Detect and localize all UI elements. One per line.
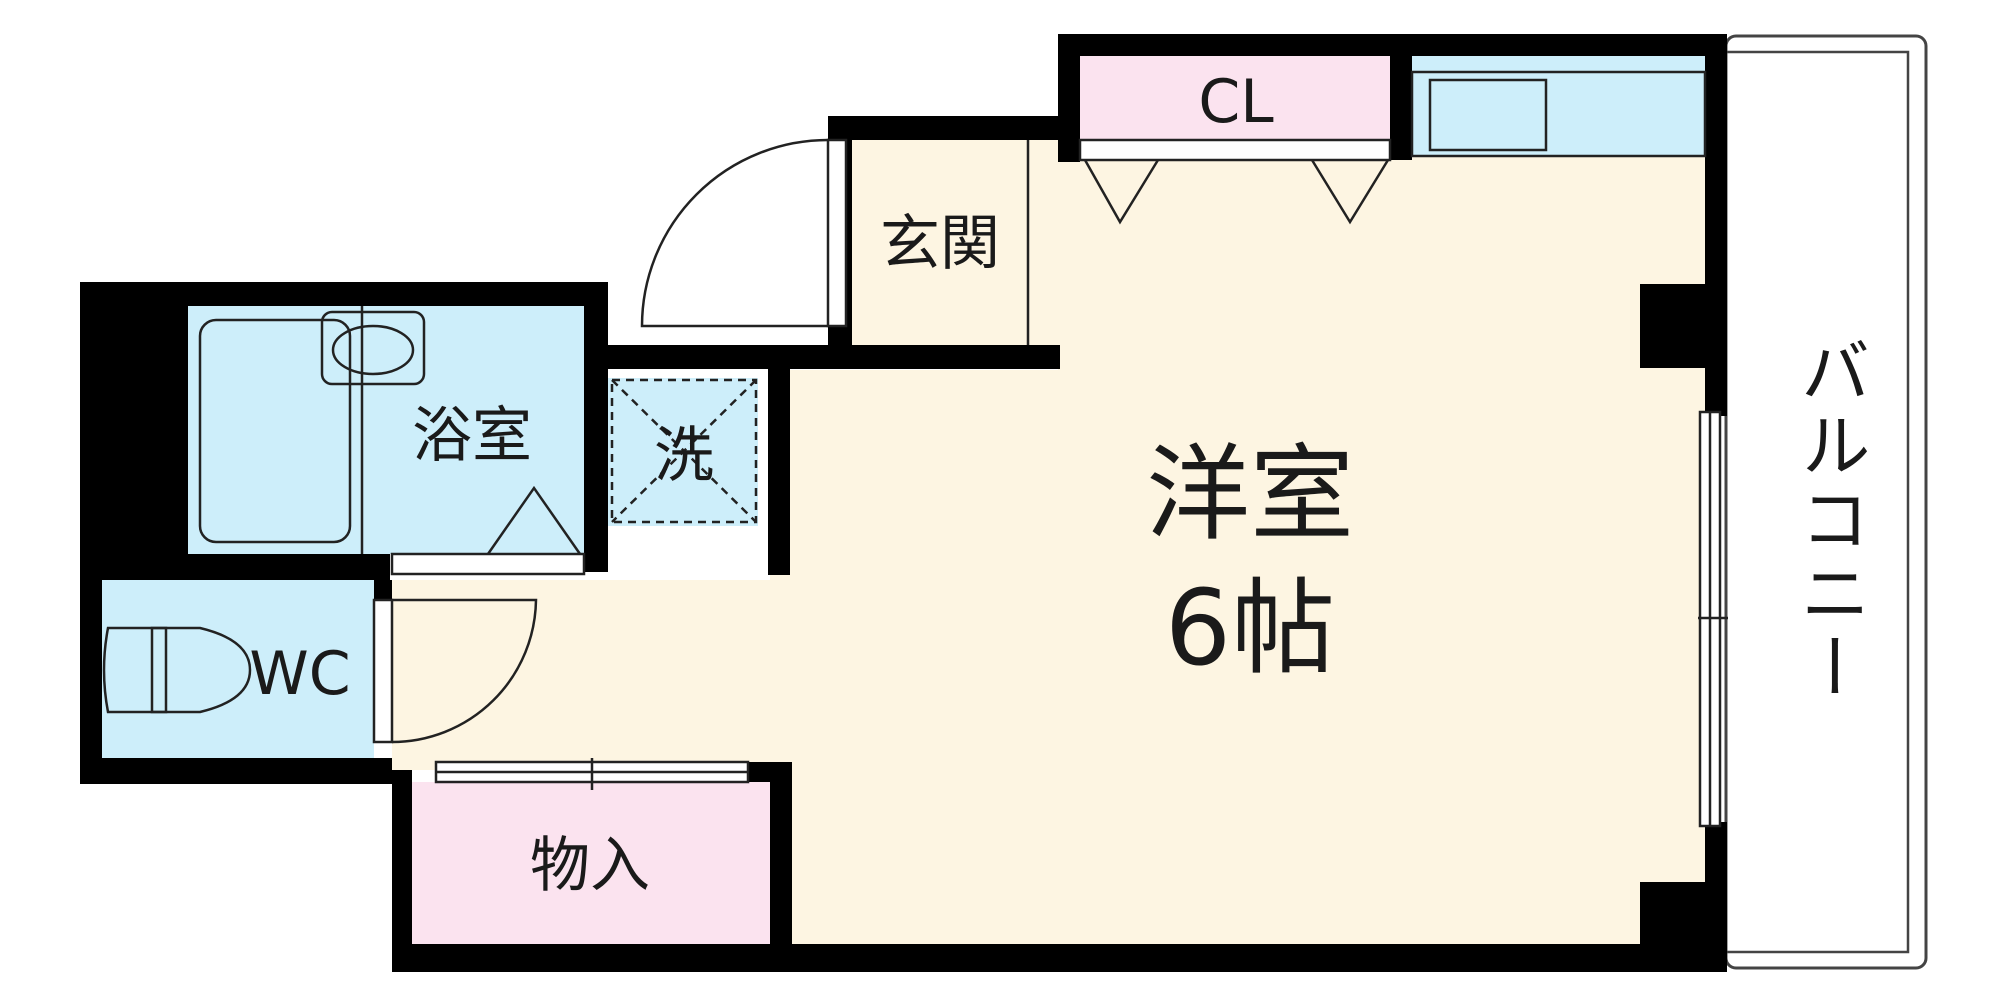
fixtures: [102, 70, 1728, 828]
wall-top-closet: [1058, 34, 1724, 56]
closet-door-left: [1083, 159, 1160, 225]
floor-fills: [102, 56, 1705, 944]
wall-pillar-lower: [1640, 882, 1710, 944]
toilet-floor: [102, 580, 374, 758]
bath-door-fold: [486, 485, 582, 555]
wall-entrance-top: [828, 116, 1080, 140]
wall-storage-right: [770, 762, 792, 944]
storage-label: 物入: [530, 831, 650, 901]
bathroom-label: 浴室: [412, 401, 532, 471]
toilet-bowl: [102, 626, 252, 714]
balcony-label: バルコニー: [1789, 335, 1871, 705]
wall-pillar-upper: [1640, 284, 1710, 368]
wall-wc-left: [80, 554, 102, 784]
wall-right-bottom: [1705, 822, 1727, 972]
wall-storage-left: [392, 770, 412, 972]
bathtub: [198, 318, 352, 544]
wall-wc-bottom: [80, 758, 392, 784]
wc-door-frame: [372, 598, 394, 744]
balcony-rail: [1724, 50, 1910, 954]
wall-storage-top-right: [748, 762, 792, 782]
storage-floor: [412, 782, 770, 944]
wall-bath-right: [584, 282, 608, 572]
closet-door-track: [1078, 138, 1392, 162]
wall-closet-divider: [1390, 56, 1412, 160]
wall-entrance-bottom: [828, 345, 1060, 369]
washer-label: 洗: [654, 421, 714, 491]
main-room-size: 6帖: [1165, 567, 1335, 689]
entrance-label: 玄関: [880, 209, 1000, 279]
washer-cross-2: [611, 379, 757, 523]
bath-door-frame: [390, 552, 586, 576]
wall-right-top: [1705, 34, 1727, 416]
walls: [80, 34, 1727, 972]
closet-floor: [1080, 56, 1390, 140]
closet-door-right: [1310, 159, 1390, 225]
toilet-tank: [150, 626, 168, 714]
wall-closet-left: [1058, 34, 1080, 162]
wash-basin-counter: [320, 310, 426, 386]
kitchen-sink: [1428, 78, 1548, 152]
balcony: [1724, 34, 1928, 970]
wall-bath-top: [80, 282, 602, 306]
front-door-swing: [640, 138, 829, 328]
closet-label: CL: [1198, 67, 1274, 137]
kitchen-counter-line: [1410, 70, 1707, 158]
wall-bottom: [392, 944, 1727, 972]
wc-door-swing: [391, 598, 538, 744]
washer-pan: [610, 378, 758, 524]
wall-bath-bottom-left: [80, 554, 390, 580]
main-room-floor: [392, 148, 1705, 944]
room-labels: 玄関 CL 浴室 洗 WC 物入 洋室 6帖 バルコニー: [249, 67, 1871, 901]
wall-washer-top: [584, 345, 844, 369]
wall-washer-right: [768, 369, 790, 575]
wash-basin-bowl: [331, 324, 415, 376]
wall-bath-left-thick: [80, 282, 188, 562]
toilet-label: WC: [249, 639, 350, 709]
front-door-frame: [826, 138, 848, 328]
main-room-name: 洋室: [1146, 433, 1354, 555]
